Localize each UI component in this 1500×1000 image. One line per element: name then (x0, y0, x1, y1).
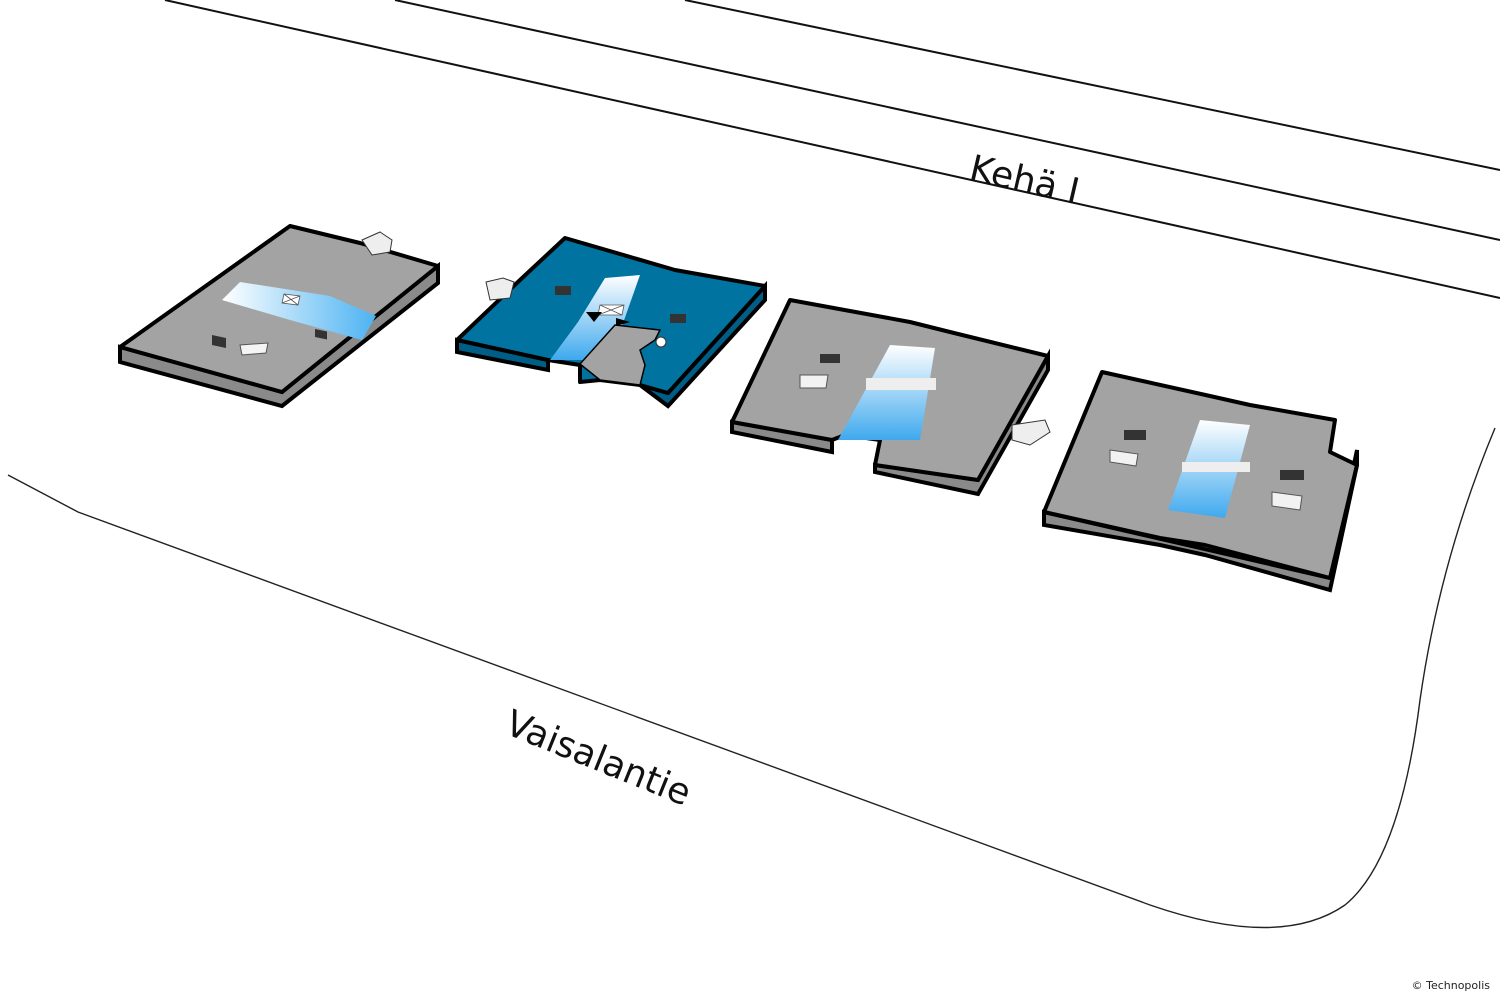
stairwell-icon (315, 328, 327, 340)
stairwell-icon (555, 286, 571, 295)
toilet-icon (1271, 491, 1303, 511)
road-kehä-lower-line (684, 0, 1500, 171)
elevator-icon (597, 304, 625, 316)
road-kehä-upper-line (164, 0, 1500, 299)
stairwell-icon (820, 354, 840, 363)
grey-wing (578, 324, 662, 386)
toilet-icon (239, 342, 269, 356)
atrium (838, 345, 935, 440)
entrance-annex (361, 231, 393, 256)
you-are-here-marker (586, 312, 630, 326)
road-kehä-middle-line (394, 0, 1500, 241)
stairwell-icon (670, 314, 686, 323)
toilet-icon (799, 374, 829, 389)
toilet-icon (655, 336, 667, 348)
building-3[interactable] (730, 298, 1051, 497)
building-2[interactable] (455, 236, 767, 409)
copyright-notice: © Technopolis (1411, 979, 1490, 992)
building-1[interactable] (118, 224, 440, 409)
stairwell-icon (1124, 430, 1146, 440)
atrium (222, 282, 376, 340)
elevator-icon (281, 293, 301, 306)
road-vaisalantie-line (7, 427, 1496, 929)
toilet-icon (1109, 449, 1139, 467)
corridor (866, 378, 936, 390)
stairwell-icon (212, 335, 226, 349)
stairwell-icon (1280, 470, 1304, 480)
entrance-annex (1011, 419, 1051, 446)
corridor (1182, 462, 1250, 472)
entrance-annex (485, 277, 515, 301)
building-4[interactable] (1042, 370, 1359, 593)
